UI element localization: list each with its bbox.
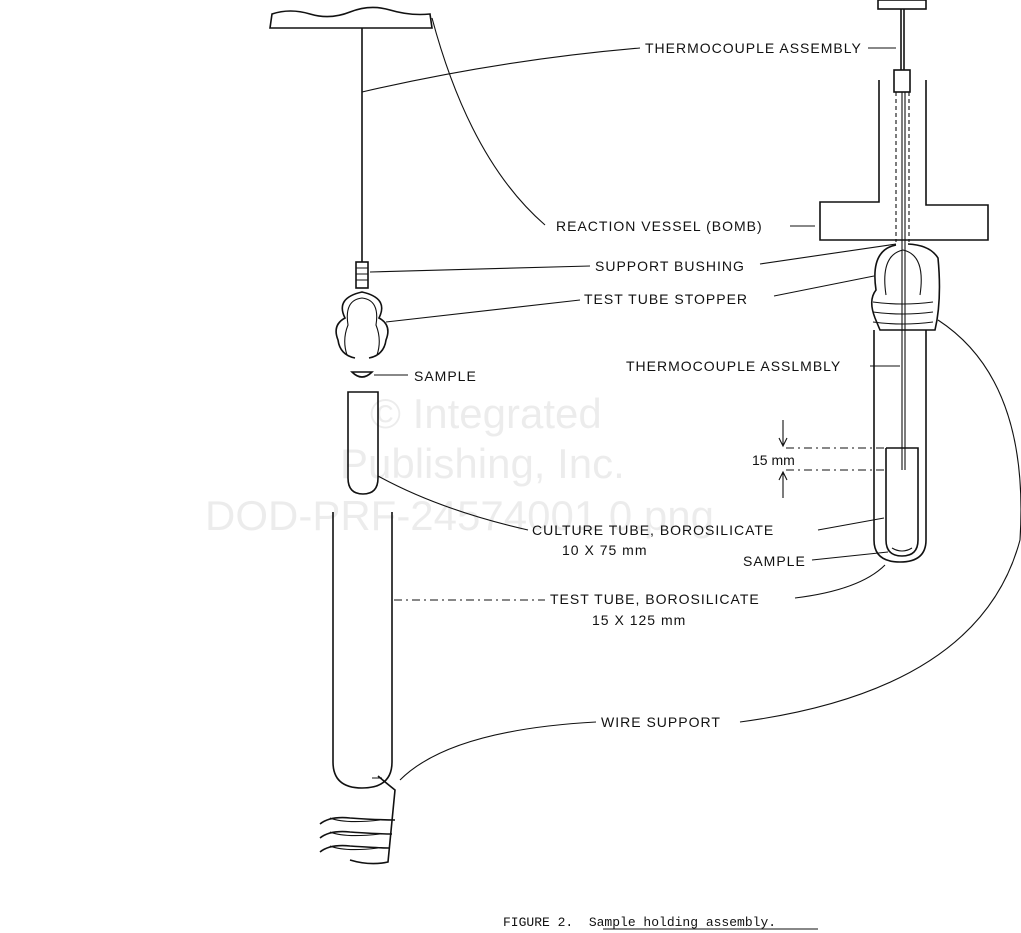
leader-lines <box>361 17 1021 781</box>
culture-tube <box>885 447 919 557</box>
label-culture-tube: CULTURE TUBE, BOROSILICATE <box>532 522 774 538</box>
label-thermocouple-inner: THERMOCOUPLE ASSLMBLY <box>626 358 841 374</box>
assembled-view <box>778 0 989 563</box>
wire-support <box>319 775 396 865</box>
label-dimension: 15 mm <box>752 452 795 468</box>
test-tube-stopper <box>335 291 389 359</box>
reaction-vessel-top <box>269 6 433 29</box>
label-test-tube-size: 15 X 125 mm <box>592 612 686 628</box>
support-bushing <box>355 261 369 289</box>
label-reaction-vessel: REACTION VESSEL (BOMB) <box>556 218 763 234</box>
label-sample-left: SAMPLE <box>414 368 477 384</box>
label-sample-right: SAMPLE <box>743 553 806 569</box>
exploded-assembly <box>269 6 433 865</box>
svg-text:© Integrated: © Integrated <box>370 390 602 437</box>
test-tube <box>332 512 393 789</box>
svg-text:Publishing, Inc.: Publishing, Inc. <box>340 440 625 487</box>
sample <box>350 371 374 378</box>
stopper <box>870 243 941 331</box>
label-test-tube: TEST TUBE, BOROSILICATE <box>550 591 760 607</box>
label-culture-tube-size: 10 X 75 mm <box>562 542 647 558</box>
figure-caption: FIGURE 2. Sample holding assembly. <box>503 915 776 930</box>
labels: THERMOCOUPLE ASSEMBLY REACTION VESSEL (B… <box>414 40 862 730</box>
label-support-bushing: SUPPORT BUSHING <box>595 258 745 274</box>
watermark: © Integrated Publishing, Inc. DOD-PRF-24… <box>205 390 714 539</box>
thermocouple-handle <box>877 0 927 10</box>
reaction-vessel <box>819 80 989 241</box>
label-test-tube-stopper: TEST TUBE STOPPER <box>584 291 748 307</box>
label-thermocouple-assembly: THERMOCOUPLE ASSEMBLY <box>645 40 862 56</box>
label-wire-support: WIRE SUPPORT <box>601 714 721 730</box>
culture-tube <box>347 391 379 495</box>
svg-text:DOD-PRF-24574001 0.png: DOD-PRF-24574001 0.png <box>205 492 714 539</box>
test-tube <box>873 330 927 563</box>
